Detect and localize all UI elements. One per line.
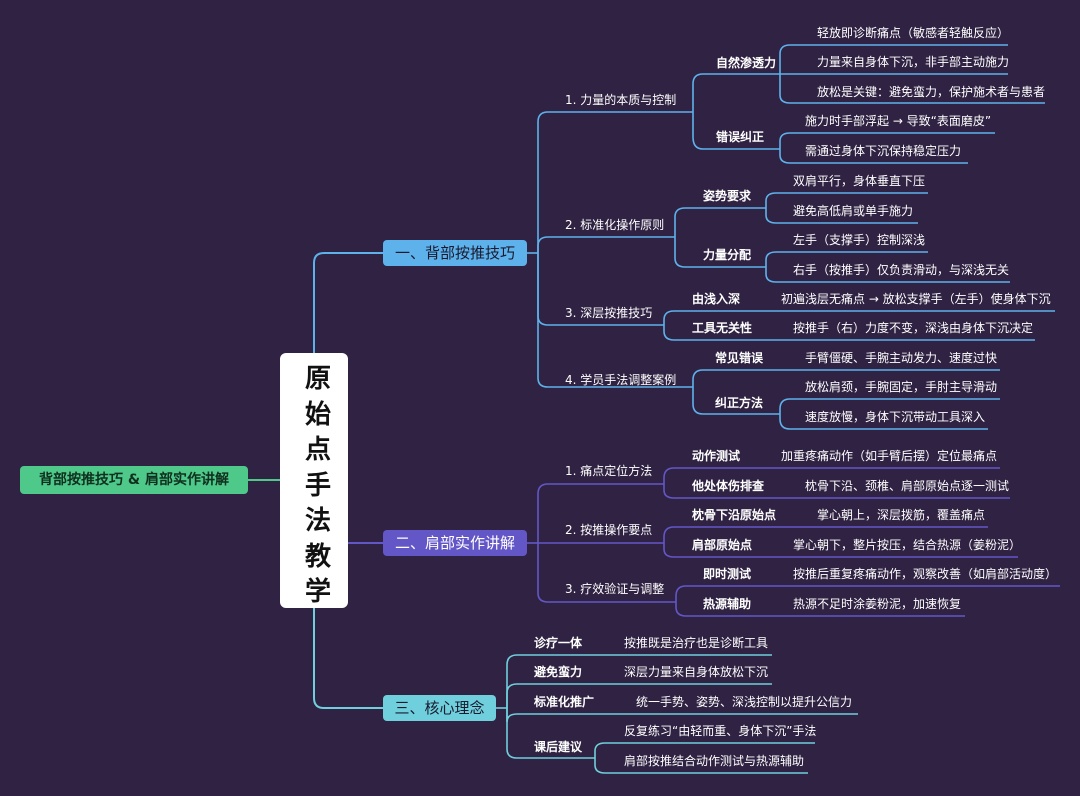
group-motion-test[interactable]: 动作测试 [692,449,741,463]
leaf-node[interactable]: 施力时手部浮起 → 导致“表面磨皮” [805,114,992,128]
group-other-injury-check[interactable]: 他处体伤排查 [692,479,765,493]
topic-massage-points[interactable]: 2. 按推操作要点 [565,523,653,537]
topic-force-control[interactable]: 1. 力量的本质与控制 [565,93,677,107]
group-standard-promotion[interactable]: 标准化推广 [534,695,595,709]
leaf-node[interactable]: 手臂僵硬、手腕主动发力、速度过快 [805,351,998,365]
group-common-errors[interactable]: 常见错误 [715,351,764,365]
topic-pain-location[interactable]: 1. 痛点定位方法 [565,464,653,478]
group-error-correction[interactable]: 错误纠正 [716,130,765,144]
leaf-node[interactable]: 掌心朝下，整片按压，结合热源（姜粉泥） [793,538,1022,552]
group-instant-test[interactable]: 即时测试 [703,567,752,581]
center-node[interactable]: 原始点手法教学 [280,353,348,608]
leaf-node[interactable]: 初遍浅层无痛点 → 放松支撑手（左手）使身体下沉 [781,292,1051,306]
leaf-node[interactable]: 按推既是治疗也是诊断工具 [624,636,769,650]
leaf-node[interactable]: 热源不足时涂姜粉泥，加速恢复 [793,597,962,611]
group-natural-penetration[interactable]: 自然渗透力 [716,56,777,70]
group-tool-independence[interactable]: 工具无关性 [692,321,753,335]
leaf-node[interactable]: 反复练习“由轻而重、身体下沉”手法 [624,724,817,738]
leaf-node[interactable]: 力量来自身体下沉，非手部主动施力 [817,55,1010,69]
group-correction-methods[interactable]: 纠正方法 [715,396,764,410]
leaf-node[interactable]: 双肩平行，身体垂直下压 [793,174,926,188]
group-posture[interactable]: 姿势要求 [703,189,752,203]
group-diagnosis-treatment[interactable]: 诊疗一体 [534,636,583,650]
topic-student-cases[interactable]: 4. 学员手法调整案例 [565,373,677,387]
section-shoulder-practice[interactable]: 二、肩部实作讲解 [383,530,527,556]
group-shallow-to-deep[interactable]: 由浅入深 [692,292,741,306]
group-heat-assist[interactable]: 热源辅助 [703,597,752,611]
leaf-node[interactable]: 放松是关键：避免蛮力，保护施术者与患者 [817,85,1046,99]
topic-efficacy-check[interactable]: 3. 疗效验证与调整 [565,582,665,596]
leaf-node[interactable]: 按推手（右）力度不变，深浅由身体下沉决定 [793,321,1034,335]
leaf-node[interactable]: 统一手势、姿势、深浅控制以提升公信力 [636,695,853,709]
group-occipital-point[interactable]: 枕骨下沿原始点 [692,508,777,522]
topic-deep-massage[interactable]: 3. 深层按推技巧 [565,306,653,320]
leaf-node[interactable]: 肩部按推结合动作测试与热源辅助 [624,754,805,768]
group-shoulder-point[interactable]: 肩部原始点 [692,538,753,552]
group-avoid-brute-force[interactable]: 避免蛮力 [534,665,583,679]
section-core-concepts[interactable]: 三、核心理念 [383,695,496,721]
leaf-node[interactable]: 轻放即诊断痛点（敏感者轻触反应） [817,26,1010,40]
leaf-node[interactable]: 加重疼痛动作（如手臂后摆）定位最痛点 [781,449,998,463]
leaf-node[interactable]: 按推后重复疼痛动作，观察改善（如肩部活动度） [793,567,1058,581]
root-node[interactable]: 背部按推技巧 & 肩部实作讲解 [20,466,248,494]
leaf-node[interactable]: 放松肩颈，手腕固定，手肘主导滑动 [805,380,998,394]
leaf-node[interactable]: 避免高低肩或单手施力 [793,204,914,218]
group-force-distribution[interactable]: 力量分配 [703,248,752,262]
leaf-node[interactable]: 需通过身体下沉保持稳定压力 [805,144,962,158]
section-back-massage[interactable]: 一、背部按推技巧 [383,240,527,266]
leaf-node[interactable]: 枕骨下沿、颈椎、肩部原始点逐一测试 [805,479,1010,493]
leaf-node[interactable]: 深层力量来自身体放松下沉 [624,665,769,679]
leaf-node[interactable]: 右手（按推手）仅负责滑动，与深浅无关 [793,263,1010,277]
leaf-node[interactable]: 掌心朝上，深层拨筋，覆盖痛点 [817,508,986,522]
leaf-node[interactable]: 速度放慢，身体下沉带动工具深入 [805,410,986,424]
topic-standard-operation[interactable]: 2. 标准化操作原则 [565,218,665,232]
leaf-node[interactable]: 左手（支撑手）控制深浅 [793,233,926,247]
group-after-class-advice[interactable]: 课后建议 [534,740,583,754]
